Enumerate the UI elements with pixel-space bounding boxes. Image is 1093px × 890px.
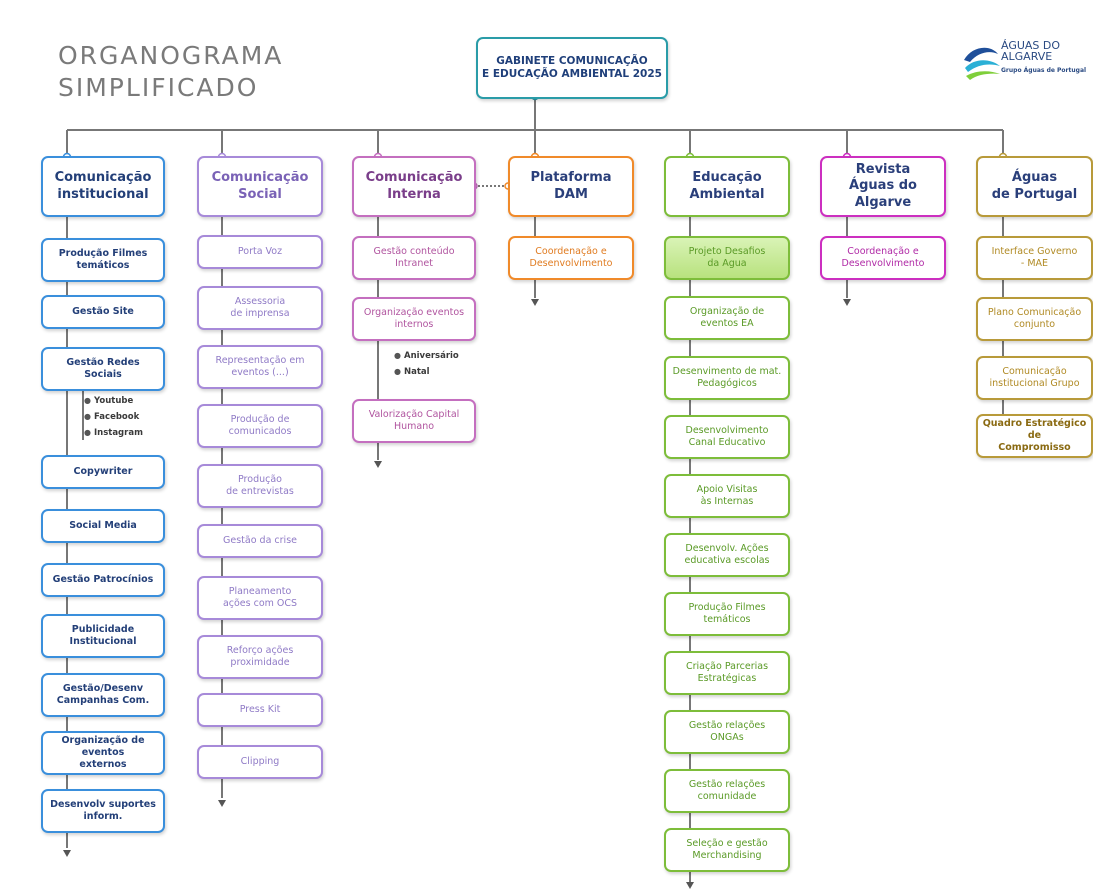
header-comunicacao-social: Comunicação Social <box>197 156 323 217</box>
header-comunicacao-interna: Comunicação Interna <box>352 156 476 217</box>
item-comunicacao-institucional-grupo: Comunicação institucional Grupo <box>976 356 1093 400</box>
header-aguas-de-portugal: Águas de Portugal <box>976 156 1093 217</box>
item-gestao-redes-sociais: Gestão Redes Sociais <box>41 347 165 391</box>
item-projeto-desafios-agua: Projeto Desafios da Agua <box>664 236 790 280</box>
social-network-item: Instagram <box>84 425 143 441</box>
item-reforco-proximidade: Reforço ações proximidade <box>197 635 323 679</box>
item-producao-entrevistas: Produção de entrevistas <box>197 464 323 508</box>
header-plataforma-dam: Plataforma DAM <box>508 156 634 217</box>
internal-events-list: Aniversário Natal <box>394 348 459 380</box>
item-merchandising: Seleção e gestão Merchandising <box>664 828 790 872</box>
logo-line-2: ALGARVE <box>1001 50 1053 63</box>
internal-event-item: Natal <box>394 364 459 380</box>
item-organizacao-eventos-internos: Organização eventos internos <box>352 297 476 341</box>
item-gestao-campanhas: Gestão/Desenv Campanhas Com. <box>41 673 165 717</box>
item-organizacao-eventos-ea: Organização de eventos EA <box>664 296 790 340</box>
social-network-item: Facebook <box>84 409 143 425</box>
logo-line-1: ÁGUAS DO <box>1001 39 1061 52</box>
item-interface-governo: Interface Governo - MAE <box>976 236 1093 280</box>
item-canal-educativo: Desenvolvimento Canal Educativo <box>664 415 790 459</box>
internal-event-item: Aniversário <box>394 348 459 364</box>
header-revista: Revista Águas do Algarve <box>820 156 946 217</box>
item-desenvimento-pedagogicos: Desenvimento de mat. Pedagógicos <box>664 356 790 400</box>
item-relacoes-ongas: Gestão relações ONGAs <box>664 710 790 754</box>
title-line-2: SIMPLIFICADO <box>58 73 259 102</box>
item-gestao-patrocinios: Gestão Patrocínios <box>41 563 165 597</box>
item-revista-coordenacao: Coordenação e Desenvolvimento <box>820 236 946 280</box>
item-desenvolv-suportes: Desenvolv suportes inform. <box>41 789 165 833</box>
diagram-title: ORGANOGRAMA SIMPLIFICADO <box>58 40 283 104</box>
item-apoio-visitas: Apoio Visitas às Internas <box>664 474 790 518</box>
header-comunicacao-institucional: Comunicação institucional <box>41 156 165 217</box>
social-networks-list: Youtube Facebook Instagram <box>84 393 143 441</box>
item-social-media: Social Media <box>41 509 165 543</box>
item-organizacao-eventos-externos: Organização de eventos externos <box>41 731 165 775</box>
header-educacao-ambiental: Educação Ambiental <box>664 156 790 217</box>
item-gestao-crise: Gestão da crise <box>197 524 323 558</box>
title-line-1: ORGANOGRAMA <box>58 41 284 70</box>
item-planeamento-ocs: Planeamento ações com OCS <box>197 576 323 620</box>
item-quadro-estrategico: Quadro Estratégico de Compromisso <box>976 414 1093 458</box>
item-clipping: Clipping <box>197 745 323 779</box>
item-parcerias-estrategicas: Criação Parcerias Estratégicas <box>664 651 790 695</box>
item-producao-filmes-ea: Produção Filmes temáticos <box>664 592 790 636</box>
logo-tagline: Grupo Águas de Portugal <box>1001 67 1087 74</box>
item-dam-coordenacao: Coordenação e Desenvolvimento <box>508 236 634 280</box>
item-representacao-eventos: Representação em eventos (...) <box>197 345 323 389</box>
item-producao-filmes: Produção Filmes temáticos <box>41 238 165 282</box>
item-porta-voz: Porta Voz <box>197 235 323 269</box>
item-relacoes-comunidade: Gestão relações comunidade <box>664 769 790 813</box>
item-press-kit: Press Kit <box>197 693 323 727</box>
item-acoes-escolas: Desenvolv. Ações educativa escolas <box>664 533 790 577</box>
social-network-item: Youtube <box>84 393 143 409</box>
item-gestao-site: Gestão Site <box>41 295 165 329</box>
item-publicidade-institucional: Publicidade Institucional <box>41 614 165 658</box>
aguas-do-algarve-logo <box>964 47 1000 80</box>
logo-text: ÁGUAS DO ALGARVE Grupo Águas de Portugal <box>1001 40 1086 76</box>
item-copywriter: Copywriter <box>41 455 165 489</box>
item-producao-comunicados: Produção de comunicados <box>197 404 323 448</box>
item-assessoria-imprensa: Assessoria de imprensa <box>197 286 323 330</box>
top-node-gabinete: GABINETE COMUNICAÇÃO E EDUCAÇÃO AMBIENTA… <box>476 37 668 99</box>
item-plano-comunicacao: Plano Comunicação conjunto <box>976 297 1093 341</box>
item-gestao-intranet: Gestão conteúdo Intranet <box>352 236 476 280</box>
item-valorizacao-capital-humano: Valorização Capital Humano <box>352 399 476 443</box>
